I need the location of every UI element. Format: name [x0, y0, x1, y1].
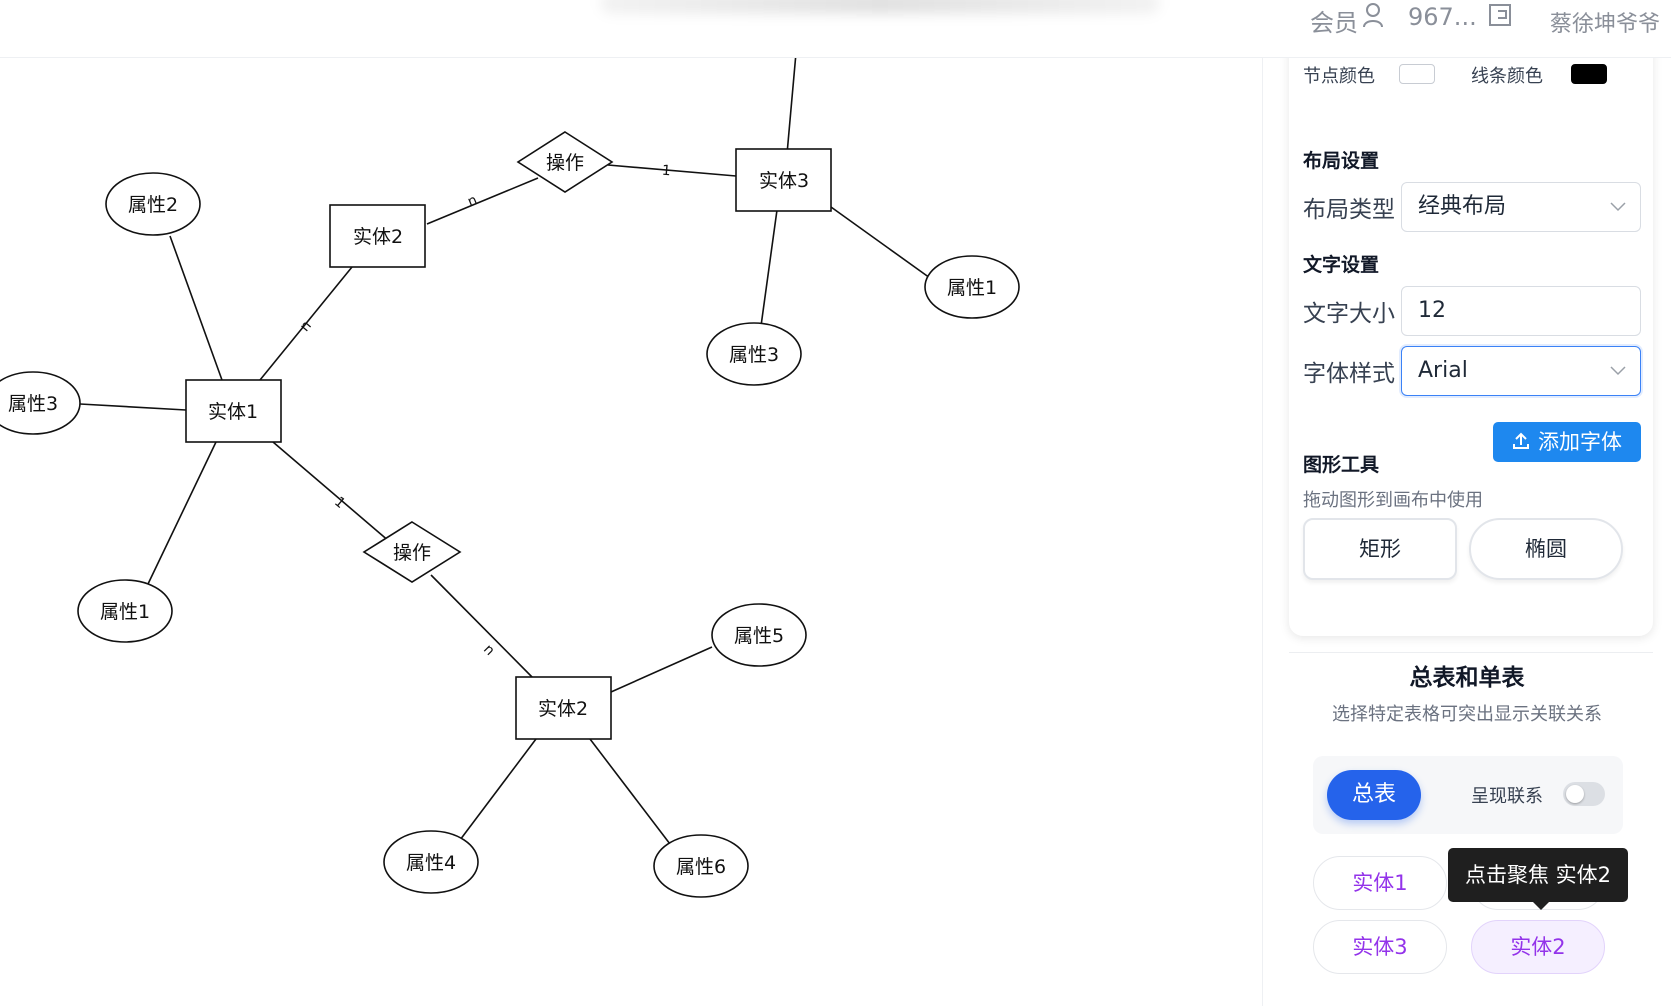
- relation-diamond[interactable]: [362, 521, 462, 583]
- font-size-label: 文字大小: [1303, 301, 1395, 327]
- entity-box[interactable]: [185, 379, 282, 443]
- tooltip-arrow: [1533, 902, 1549, 910]
- attribute-label: 属性3: [729, 344, 779, 366]
- chevron-down-icon: [1610, 183, 1626, 231]
- line-color-label: 线条颜色: [1471, 66, 1543, 87]
- rectangle-tool-button[interactable]: 矩形: [1303, 518, 1457, 580]
- ellipse-tool-button[interactable]: 椭圆: [1469, 518, 1623, 580]
- attribute-label: 属性5: [734, 625, 784, 647]
- cardinality-label: 1: [331, 494, 348, 512]
- entity-label-e3: 实体3: [759, 170, 809, 192]
- blurred-header-area: [600, 0, 1160, 14]
- settings-panel: 节点颜色 线条颜色 布局设置 布局类型 经典布局 文字设置 文字大小 12 字体…: [1263, 58, 1671, 1006]
- toggle-knob: [1566, 785, 1584, 803]
- attribute-ellipse[interactable]: [706, 322, 802, 386]
- shape-section-title: 图形工具: [1303, 454, 1380, 476]
- relation-diamonds[interactable]: [362, 131, 614, 583]
- layout-section-title: 布局设置: [1303, 150, 1380, 172]
- attribute-ellipse[interactable]: [0, 371, 81, 435]
- settings-card: 节点颜色 线条颜色 布局设置 布局类型 经典布局 文字设置 文字大小 12 字体…: [1289, 58, 1653, 636]
- entity-label-e1: 实体1: [208, 401, 258, 423]
- table-chip-entity2b[interactable]: 实体2: [1471, 920, 1605, 974]
- user-icon[interactable]: [1362, 2, 1384, 34]
- entity-label-e2b: 实体2: [538, 698, 588, 720]
- relation-label-r1: 操作: [546, 152, 584, 174]
- focus-tooltip: 点击聚焦 实体2: [1448, 848, 1628, 902]
- tables-section-title: 总表和单表: [1409, 665, 1525, 691]
- attribute-label: 属性2: [128, 194, 178, 216]
- panel-divider: [1262, 58, 1263, 1006]
- entity-box[interactable]: [515, 676, 612, 740]
- relation-diamond[interactable]: [516, 131, 614, 193]
- attribute-ellipse[interactable]: [924, 255, 1020, 319]
- entity-box[interactable]: [329, 204, 426, 268]
- entity-label-e2a: 实体2: [353, 226, 403, 248]
- text-section-title: 文字设置: [1303, 254, 1380, 276]
- relation-label-r2: 操作: [393, 542, 431, 564]
- er-diagram-canvas[interactable]: 实体1 实体2 实体3 实体2 操作 操作 属性2 属性3 属性1 属性1 属性…: [0, 58, 1262, 1006]
- font-style-label: 字体样式: [1303, 361, 1395, 387]
- connection-lines: [79, 58, 931, 845]
- member-label[interactable]: 会员: [1310, 9, 1358, 37]
- line-color-swatch[interactable]: [1571, 64, 1607, 84]
- upload-icon: [1512, 423, 1530, 463]
- attribute-label: 属性1: [947, 277, 997, 299]
- node-color-swatch[interactable]: [1399, 64, 1435, 84]
- attribute-ellipse[interactable]: [77, 579, 173, 643]
- layout-type-label: 布局类型: [1303, 197, 1395, 223]
- table-chip-entity1[interactable]: 实体1: [1313, 856, 1447, 910]
- font-size-input[interactable]: 12: [1401, 286, 1641, 336]
- font-style-value: Arial: [1418, 358, 1468, 383]
- shape-hint: 拖动图形到画布中使用: [1303, 490, 1483, 511]
- entity-boxes[interactable]: [185, 148, 832, 740]
- font-style-select[interactable]: Arial: [1401, 346, 1641, 396]
- attribute-ellipse[interactable]: [383, 830, 479, 894]
- attribute-label: 属性1: [100, 601, 150, 623]
- points-count[interactable]: 967...: [1408, 3, 1477, 31]
- show-relations-label: 呈现联系: [1471, 786, 1543, 807]
- cardinality-label: 1: [661, 163, 671, 180]
- attribute-label: 属性6: [676, 856, 726, 878]
- attribute-ellipse[interactable]: [653, 834, 749, 898]
- tables-section-subtitle: 选择特定表格可突出显示关联关系: [1332, 704, 1602, 725]
- total-table-button[interactable]: 总表: [1327, 770, 1421, 820]
- cardinality-label: n: [480, 641, 498, 659]
- attribute-label: 属性3: [8, 393, 58, 415]
- add-font-button[interactable]: 添加字体: [1493, 422, 1641, 462]
- entity-box[interactable]: [735, 148, 832, 212]
- chevron-down-icon: [1610, 347, 1626, 395]
- layout-type-select[interactable]: 经典布局: [1401, 182, 1641, 232]
- attribute-ellipse[interactable]: [105, 172, 201, 236]
- show-relations-toggle[interactable]: [1563, 782, 1605, 806]
- wallet-icon[interactable]: [1488, 3, 1512, 33]
- font-size-value: 12: [1418, 298, 1446, 323]
- table-chip-entity3[interactable]: 实体3: [1313, 920, 1447, 974]
- attribute-ellipse[interactable]: [711, 603, 807, 667]
- attribute-ellipses[interactable]: [0, 172, 1020, 898]
- top-bar: 会员 967... 蔡徐坤爷爷: [0, 0, 1671, 58]
- table-mode-bar: 总表 呈现联系: [1313, 756, 1623, 834]
- node-color-label: 节点颜色: [1303, 66, 1375, 87]
- attribute-label: 属性4: [406, 852, 456, 874]
- section-divider: [1289, 652, 1653, 653]
- add-font-label: 添加字体: [1538, 430, 1622, 454]
- user-name[interactable]: 蔡徐坤爷爷: [1550, 12, 1661, 37]
- layout-type-value: 经典布局: [1418, 194, 1507, 219]
- er-diagram-svg[interactable]: 实体1 实体2 实体3 实体2 操作 操作 属性2 属性3 属性1 属性1 属性…: [0, 58, 1262, 1006]
